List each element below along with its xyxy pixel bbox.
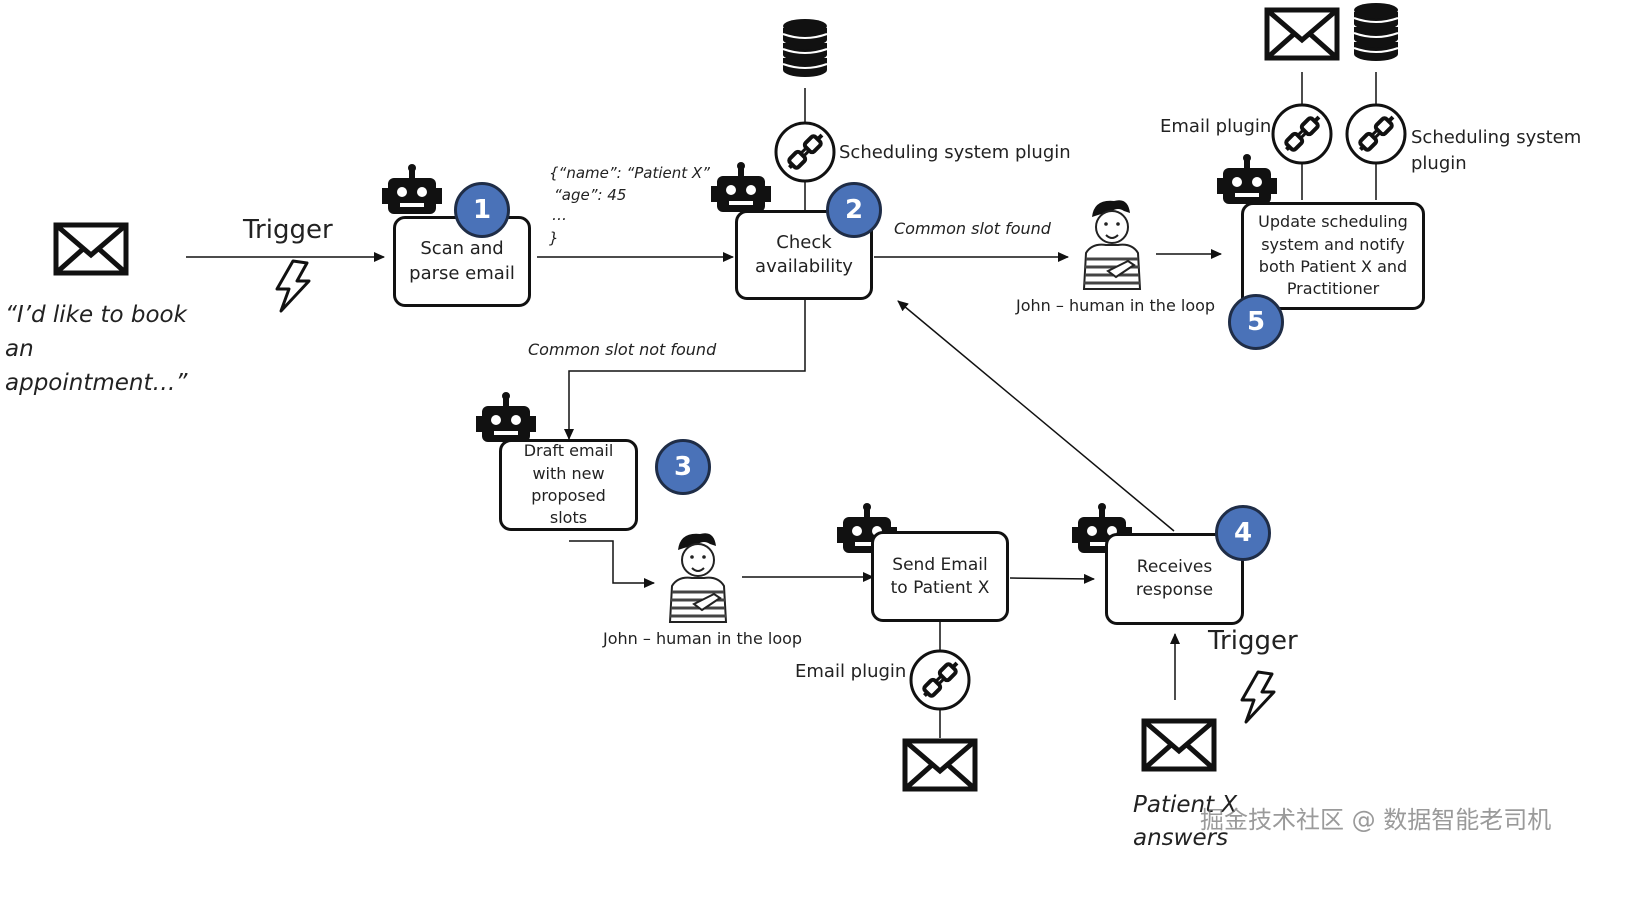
plug-icon — [909, 649, 971, 711]
patient-answers-label-b: answers — [1133, 825, 1229, 851]
json-line-3: … — [552, 206, 567, 224]
robot-icon — [711, 162, 771, 212]
step-1-label-a: Scan and — [420, 238, 504, 260]
common-slot-not-found-label: Common slot not found — [528, 340, 717, 359]
step-2-label-a: Check — [776, 231, 832, 253]
step-3-label-c: proposed — [531, 486, 606, 505]
send-label-b: to Patient X — [890, 577, 990, 598]
robot-icon — [1217, 154, 1277, 204]
trigger-label: Trigger — [243, 215, 333, 245]
json-line-1: {“name”: “Patient X” — [549, 164, 710, 182]
step-5-label-c: both Patient X and — [1258, 257, 1408, 276]
lightning-icon — [1240, 670, 1276, 724]
robot-icon — [382, 164, 442, 214]
step-5-label-a: Update scheduling — [1258, 212, 1408, 232]
json-line-4: } — [549, 229, 559, 247]
step-3-label-d: slots — [549, 508, 588, 528]
step-badge-3: 3 — [655, 439, 711, 495]
robot-icon — [476, 392, 536, 442]
json-line-2: “age”: 45 — [554, 186, 627, 204]
step-3-label-b: with new — [532, 463, 605, 483]
step-badge-1: 1 — [454, 182, 510, 238]
envelope-icon — [56, 225, 126, 273]
plug-icon — [774, 121, 836, 183]
plug-icon — [1345, 103, 1407, 165]
database-icon — [1353, 2, 1399, 62]
human-in-loop-label: John – human in the loop — [1016, 296, 1216, 315]
email-plugin-label: Email plugin — [1160, 116, 1272, 137]
request-quote: “I’d like to book an appointment…” — [5, 302, 188, 396]
step-1-label-b: parse email — [409, 262, 515, 284]
watermark: 掘金技术社区 @ 数据智能老司机 — [1200, 806, 1552, 834]
envelope-icon — [1267, 10, 1337, 58]
step-4-label-b: response — [1135, 580, 1214, 600]
step-2-label-b: availability — [755, 256, 853, 277]
patient-answers-label-a: Patient X — [1133, 792, 1238, 818]
draft-to-human-arrow — [569, 540, 655, 588]
scheduling-plugin-label-b: plugin — [1411, 153, 1467, 174]
lightning-icon — [275, 259, 311, 313]
step-5-label-d: Practitioner — [1286, 279, 1380, 299]
step-check-availability-box: Check availability — [735, 210, 873, 300]
slot-not-found-arrow — [564, 300, 806, 440]
send-label-a: Send Email — [892, 554, 988, 575]
person-icon — [1082, 198, 1142, 291]
envelope-icon — [1144, 721, 1214, 769]
step-badge-4: 4 — [1215, 505, 1271, 561]
database-icon — [782, 18, 828, 78]
envelope-icon — [905, 741, 975, 789]
step-update-scheduling-box: Update scheduling system and notify both… — [1241, 202, 1425, 310]
step-5-label-b: system and notify — [1261, 234, 1405, 254]
connectors — [186, 72, 1377, 738]
receive-to-check-arrow — [897, 300, 1175, 532]
step-badge-2: 2 — [826, 182, 882, 238]
step-badge-5: 5 — [1228, 294, 1284, 350]
email-plugin-label-lower: Email plugin — [795, 661, 907, 682]
plug-icon — [1271, 103, 1333, 165]
scheduling-plugin-label: Scheduling system plugin — [839, 142, 1071, 163]
person-icon — [668, 531, 728, 624]
step-4-label-a: Receives — [1136, 557, 1213, 578]
common-slot-found-label: Common slot found — [894, 219, 1051, 238]
send-to-receive-arrow — [1009, 573, 1095, 584]
human-in-loop-label-lower: John – human in the loop — [603, 629, 803, 648]
step-3-label-a: Draft email — [523, 441, 614, 461]
step-draft-email-box: Draft email with new proposed slots — [499, 439, 638, 531]
trigger-label-bottom: Trigger — [1208, 626, 1298, 656]
scheduling-plugin-label-a: Scheduling system — [1411, 127, 1582, 148]
